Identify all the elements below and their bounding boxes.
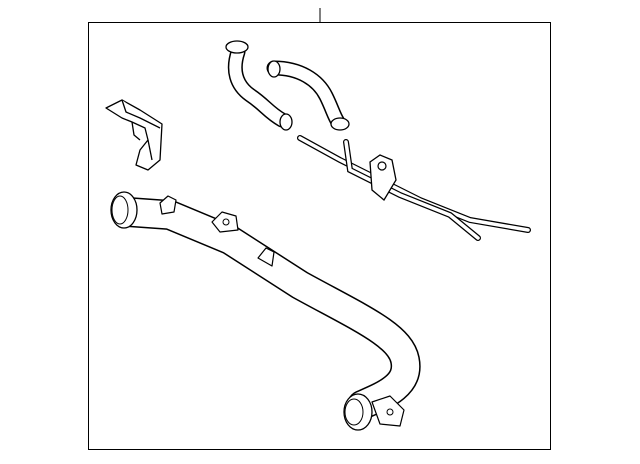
diagram-frame (88, 22, 551, 450)
upper-hose-2 (266, 60, 350, 131)
bypass-tubes (297, 135, 531, 241)
upper-hose-1 (225, 40, 293, 131)
mounting-bracket-icon (105, 99, 163, 171)
coolant-pipe-icon (110, 191, 421, 431)
